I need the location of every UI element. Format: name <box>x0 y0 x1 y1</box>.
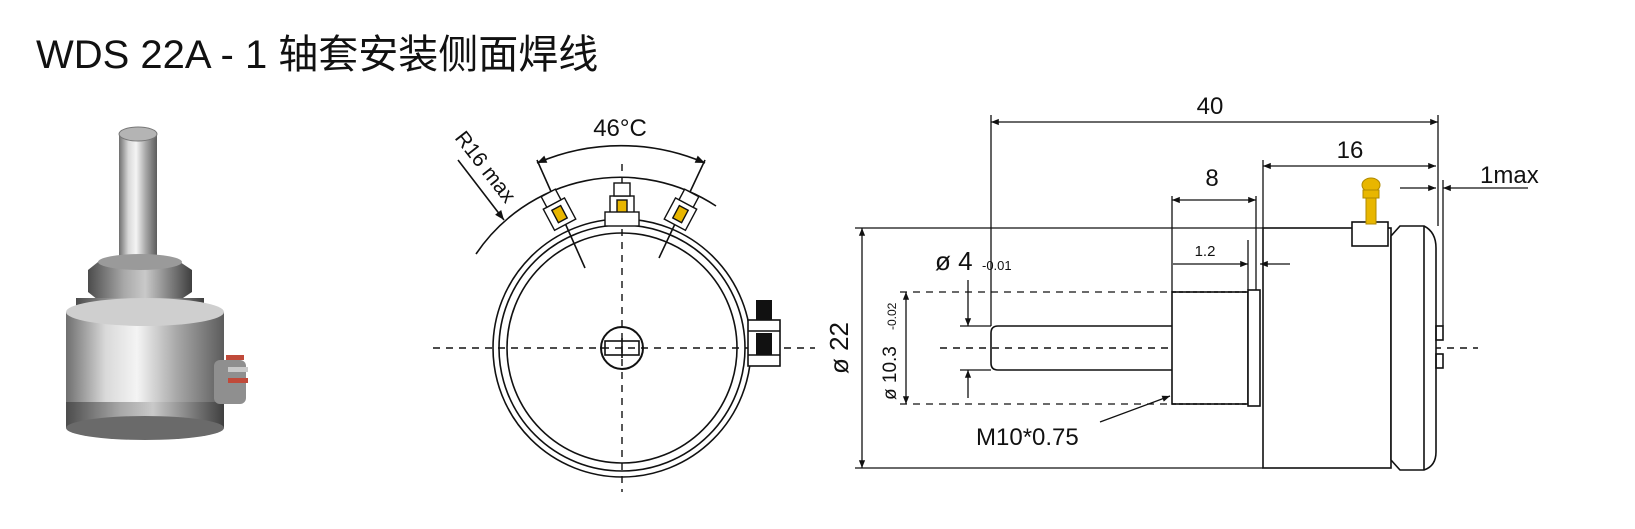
side-terminal-top <box>756 300 772 320</box>
dim-shaft-tol: -0.01 <box>982 258 1012 273</box>
dim-bushing-dia: ø 10.3 <box>880 346 901 400</box>
dim-bushing-tol: -0.02 <box>885 302 899 330</box>
thread-label: M10*0.75 <box>976 424 1079 451</box>
side-terminal <box>1361 177 1381 225</box>
product-photo <box>66 126 248 440</box>
dim-rear-max: 1max <box>1480 162 1539 189</box>
dim-flange-length: 1.2 <box>1195 243 1216 260</box>
dim-body-length: 16 <box>1337 137 1364 164</box>
side-terminal-mid <box>756 333 772 355</box>
angle-label: 46°C <box>593 115 647 142</box>
dim-body-dia: ø 22 <box>824 322 854 374</box>
side-view <box>940 221 1478 471</box>
dim-shaft-dia: ø 4 <box>935 246 973 276</box>
dimension-lines <box>855 115 1528 469</box>
dim-total-length: 40 <box>1197 93 1224 120</box>
dim-bushing-length: 8 <box>1205 165 1218 192</box>
front-terminals <box>540 182 700 232</box>
page-title: WDS 22A - 1 轴套安装侧面焊线 <box>36 33 599 77</box>
